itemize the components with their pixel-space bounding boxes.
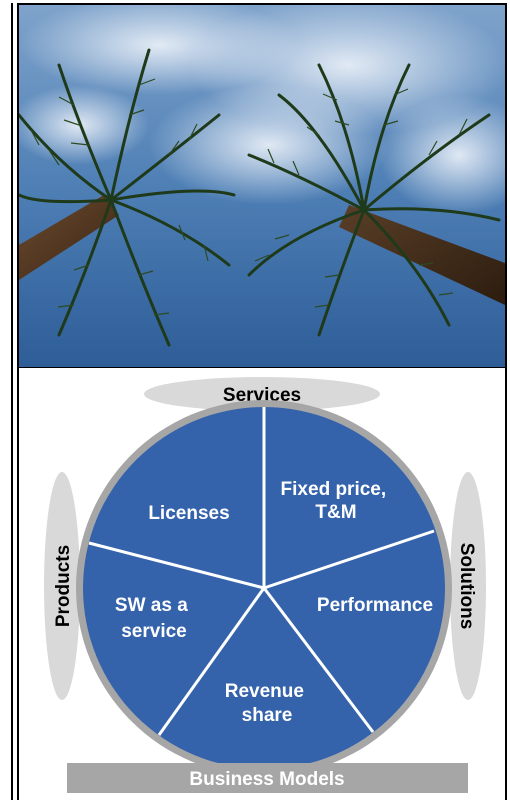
- business-models-label: Business Models: [189, 769, 344, 790]
- top-border: [17, 3, 507, 5]
- segment-licenses-label: Licenses: [148, 503, 229, 524]
- products-label: Products: [53, 545, 74, 627]
- segment-sw-as-a-service-line-2: service: [121, 621, 187, 642]
- inner-left-border: [17, 3, 19, 800]
- business-models-bar: [67, 763, 468, 793]
- solutions-ellipse: [450, 472, 486, 700]
- business-model-diagram: Services Products Solutions Licenses Fix…: [19, 367, 505, 800]
- middle-divider: [17, 366, 507, 368]
- spoke-lower-right: [262, 587, 375, 733]
- segment-performance-line-1: Performance: [317, 595, 433, 616]
- segment-fixed-price-label: Fixed price, T&M: [281, 479, 392, 523]
- spoke-right: [263, 529, 435, 590]
- products-ellipse: [44, 472, 80, 700]
- right-border: [505, 3, 507, 800]
- segment-performance-label: Performance: [317, 595, 433, 616]
- segment-revenue-share-line-2: share: [242, 705, 293, 726]
- segment-sw-as-a-service-line-1: SW as a: [115, 595, 188, 616]
- segment-fixed-price-line-1: Fixed price,: [281, 479, 387, 500]
- spoke-lower-left: [157, 587, 266, 736]
- segment-sw-as-a-service-label: SW as a service: [115, 595, 193, 642]
- segment-licenses-line-1: Licenses: [148, 503, 229, 524]
- business-model-wheel: Services Products Solutions Licenses Fix…: [44, 377, 486, 793]
- solutions-label: Solutions: [456, 543, 477, 630]
- palm-trees-image: [19, 5, 505, 367]
- segment-revenue-share-line-1: Revenue: [225, 681, 304, 702]
- palm-trees-photo: [19, 5, 505, 367]
- services-ellipse: [144, 377, 380, 411]
- left-border: [11, 3, 13, 800]
- services-label: Services: [223, 385, 301, 406]
- spoke-left: [88, 541, 265, 590]
- segment-revenue-share-label: Revenue share: [225, 681, 309, 726]
- segment-fixed-price-line-2: T&M: [315, 502, 356, 523]
